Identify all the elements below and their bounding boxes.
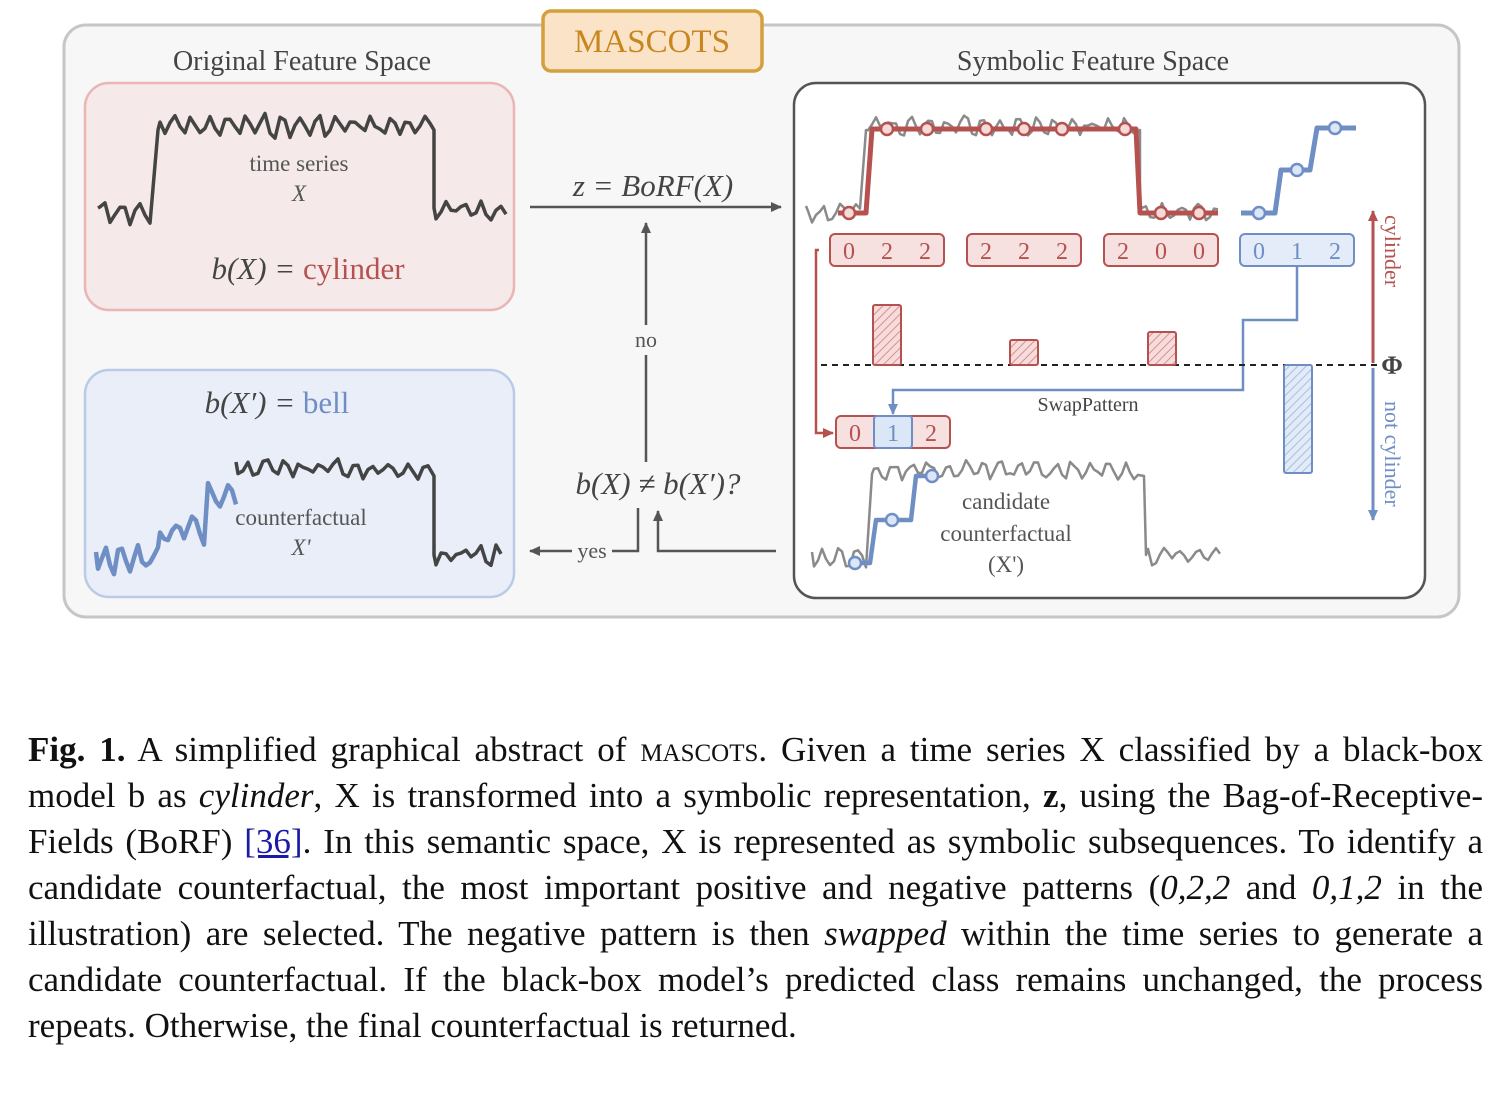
symbol-point — [1327, 120, 1343, 136]
symbol-point — [879, 121, 895, 137]
pattern-symbol: 2 — [1329, 239, 1341, 265]
original-prediction: b(X) = cylinder — [211, 251, 405, 286]
counterfactual-label-line2: X' — [291, 535, 312, 560]
pattern-symbol: 2 — [919, 239, 931, 265]
importance-bar-positive — [1147, 331, 1177, 366]
counterfactual-prediction: b(X′) = bell — [205, 385, 350, 420]
counterfactual-label-line1: counterfactual — [235, 505, 367, 530]
threshold-label: Φ — [1381, 351, 1403, 380]
importance-bars — [872, 304, 1313, 474]
ts-label-line2: X — [291, 181, 307, 206]
original-space-title: Original Feature Space — [173, 46, 431, 77]
candidate-label-line3: (X') — [988, 552, 1024, 577]
original-time-series — [97, 111, 508, 227]
ts-label-line1: time series — [250, 151, 349, 176]
swapped-symbol: 2 — [925, 421, 937, 447]
counterfactual-prediction-prefix: b(X′) = — [205, 385, 303, 420]
counterfactual-time-series-blue — [93, 480, 239, 577]
no-label: no — [635, 327, 657, 352]
counterfactual-prediction-class: bell — [303, 385, 350, 420]
swapped-symbol: 1 — [887, 421, 899, 447]
pattern-symbol: 2 — [881, 239, 893, 265]
symbolic-space-title: Symbolic Feature Space — [957, 46, 1229, 77]
symbol-point — [978, 121, 994, 137]
swap-source-connector — [814, 248, 834, 438]
pattern-symbol: 0 — [1155, 239, 1167, 265]
figure-caption: Fig. 1. A simplified graphical abstract … — [28, 730, 1484, 1045]
caption-fig-label: Fig. 1. — [28, 730, 126, 769]
caption-method: mascots — [640, 730, 759, 769]
symbol-point — [1016, 121, 1032, 137]
pattern-symbol: 0 — [1193, 239, 1205, 265]
class-check: b(X) ≠ b(X′)? — [576, 466, 741, 501]
pattern-symbol: 2 — [1056, 239, 1068, 265]
symbol-point — [1117, 121, 1133, 137]
badge-label: MASCOTS — [574, 24, 730, 60]
candidate-label-line1: candidate — [962, 489, 1050, 514]
pattern-symbol: 0 — [1253, 239, 1265, 265]
importance-bar-positive — [872, 304, 902, 366]
symbol-point — [841, 205, 857, 221]
transform-formula: z = BoRF(X) — [572, 168, 733, 203]
original-prediction-class: cylinder — [303, 251, 405, 286]
swap-pattern-connector — [888, 266, 1299, 415]
symbol-point — [1289, 162, 1305, 178]
pattern-symbol: 2 — [980, 239, 992, 265]
axis-label-cylinder: cylinder — [1380, 215, 1405, 288]
importance-bar-positive — [1009, 339, 1039, 366]
symbol-point — [1054, 121, 1070, 137]
citation-link[interactable]: [36] — [244, 822, 303, 861]
pattern-symbol: 2 — [1018, 239, 1030, 265]
axis-label-not-cylinder: not cylinder — [1380, 401, 1405, 507]
swap-pattern-label: SwapPattern — [1037, 394, 1138, 416]
mascots-diagram: MASCOTS Original Feature Space Symbolic … — [62, 9, 1461, 619]
importance-bar-negative — [1283, 364, 1313, 474]
symbol-point — [919, 121, 935, 137]
symbol-point — [1191, 205, 1207, 221]
symbol-point — [1251, 205, 1267, 221]
symbol-point — [1153, 205, 1169, 221]
feedback-arrow — [653, 510, 776, 553]
pattern-symbol: 0 — [843, 239, 855, 265]
candidate-series-gray — [810, 458, 1222, 569]
swapped-symbol: 0 — [849, 421, 861, 447]
candidate-points — [847, 468, 940, 571]
pattern-symbol: 2 — [1117, 239, 1129, 265]
symbolic-points — [841, 120, 1343, 221]
yes-arrow — [529, 508, 640, 556]
yes-label: yes — [577, 538, 606, 563]
candidate-label-line2: counterfactual — [940, 521, 1072, 546]
counterfactual-time-series-gray — [234, 457, 503, 568]
original-prediction-prefix: b(X) = — [211, 251, 303, 286]
counterfactual-box — [83, 368, 516, 599]
mascots-badge: MASCOTS — [541, 9, 764, 73]
original-ts-box — [83, 81, 516, 312]
pattern-symbol: 1 — [1291, 239, 1303, 265]
